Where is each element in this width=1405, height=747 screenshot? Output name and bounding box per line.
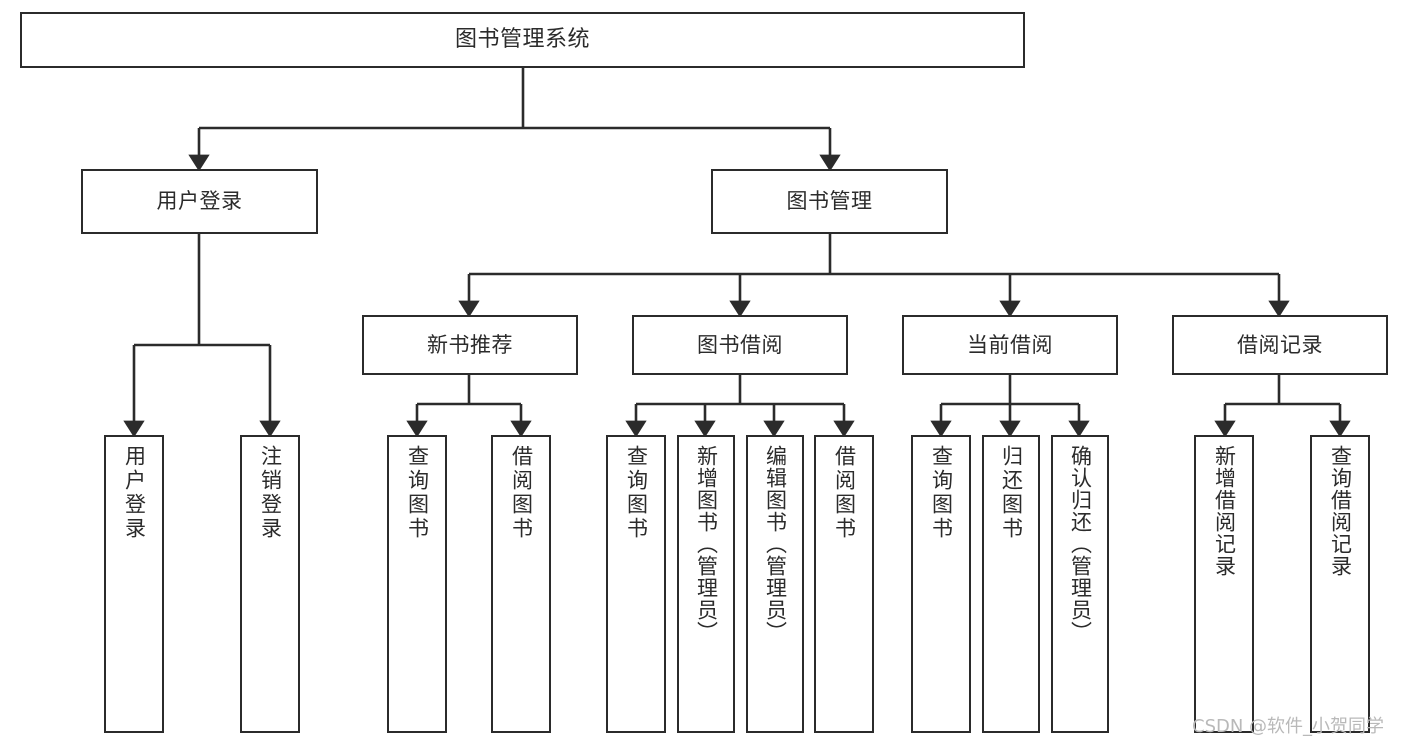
leaf-return-books[interactable]: 归还图书: [982, 435, 1040, 733]
leaf-add-book-admin[interactable]: 新增图书（管理员）: [677, 435, 735, 733]
node-book-management-label: 图书管理: [786, 189, 873, 214]
node-new-book-recommend-label: 新书推荐: [427, 332, 513, 357]
leaf-edit-book-admin[interactable]: 编辑图书（管理员）: [746, 435, 804, 733]
leaf-confirm-return-admin-label: 确认归还（管理员）: [1068, 445, 1093, 643]
leaf-query-books-newbook[interactable]: 查询图书: [387, 435, 447, 733]
node-current-borrow-label: 当前借阅: [967, 332, 1053, 357]
node-book-borrow-label: 图书借阅: [697, 332, 783, 357]
leaf-query-books-current[interactable]: 查询图书: [911, 435, 971, 733]
leaf-borrow-books-newbook-label: 借阅图书: [509, 445, 534, 541]
node-borrow-records-label: 借阅记录: [1237, 332, 1323, 357]
leaf-logout-label: 注销登录: [258, 445, 283, 541]
leaf-logout[interactable]: 注销登录: [240, 435, 300, 733]
leaf-add-borrow-record[interactable]: 新增借阅记录: [1194, 435, 1254, 733]
node-user-login[interactable]: 用户登录: [81, 169, 318, 234]
node-book-management[interactable]: 图书管理: [711, 169, 948, 234]
leaf-edit-book-admin-label: 编辑图书（管理员）: [763, 445, 788, 643]
leaf-user-login[interactable]: 用户登录: [104, 435, 164, 733]
leaf-return-books-label: 归还图书: [999, 445, 1024, 541]
leaf-borrow-books-newbook[interactable]: 借阅图书: [491, 435, 551, 733]
leaf-query-books-current-label: 查询图书: [929, 445, 954, 541]
leaf-add-borrow-record-label: 新增借阅记录: [1212, 445, 1237, 577]
node-user-login-label: 用户登录: [156, 189, 243, 214]
leaf-query-borrow-record-label: 查询借阅记录: [1328, 445, 1353, 577]
node-new-book-recommend[interactable]: 新书推荐: [362, 315, 578, 375]
leaf-query-borrow-record[interactable]: 查询借阅记录: [1310, 435, 1370, 733]
leaf-borrow-books-borrow-label: 借阅图书: [832, 445, 857, 541]
node-current-borrow[interactable]: 当前借阅: [902, 315, 1118, 375]
leaf-query-books-borrow-label: 查询图书: [624, 445, 649, 541]
leaf-query-books-newbook-label: 查询图书: [405, 445, 430, 541]
csdn-watermark: CSDN @软件_小贺同学: [1192, 716, 1385, 737]
node-root-label: 图书管理系统: [454, 27, 590, 53]
node-book-borrow[interactable]: 图书借阅: [632, 315, 848, 375]
leaf-user-login-label: 用户登录: [122, 445, 147, 541]
node-borrow-records[interactable]: 借阅记录: [1172, 315, 1388, 375]
leaf-query-books-borrow[interactable]: 查询图书: [606, 435, 666, 733]
node-root[interactable]: 图书管理系统: [20, 12, 1025, 68]
leaf-confirm-return-admin[interactable]: 确认归还（管理员）: [1051, 435, 1109, 733]
leaf-borrow-books-borrow[interactable]: 借阅图书: [814, 435, 874, 733]
leaf-add-book-admin-label: 新增图书（管理员）: [694, 445, 719, 643]
